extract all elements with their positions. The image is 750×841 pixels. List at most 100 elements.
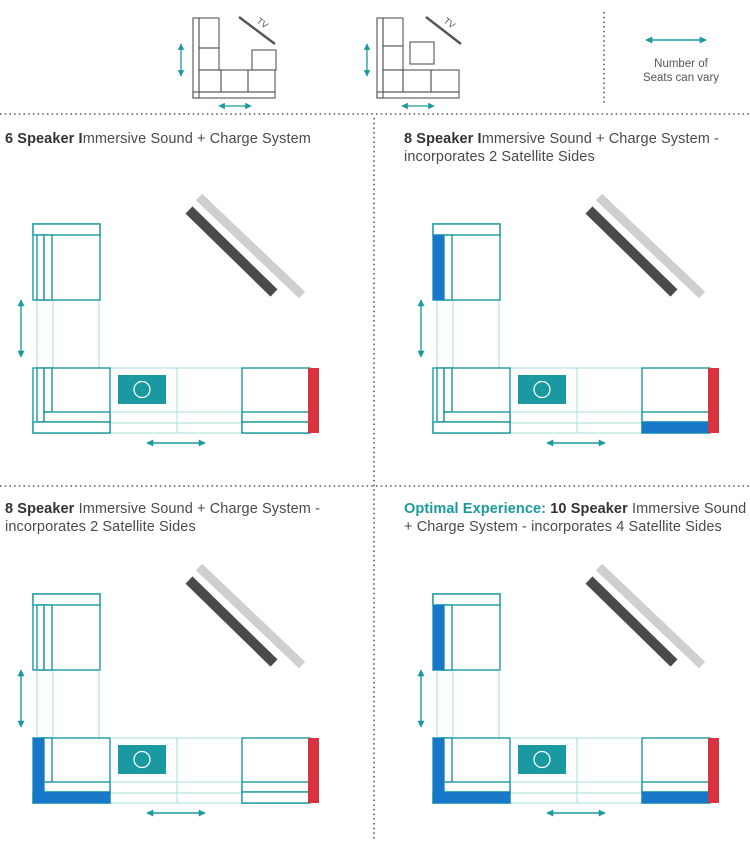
overview-1-bottom-back: [192, 91, 276, 99]
panel-4-satellite-right-left-side: [433, 792, 510, 803]
overview-1-seat-b: [220, 69, 249, 93]
legend-line-1: Number of: [654, 58, 708, 70]
panel-1-right-speaker: [308, 368, 319, 433]
panel-1-title-bold: 6 Speaker I: [5, 131, 83, 147]
panel-1-right-module: [241, 367, 311, 434]
panel-2-subwoofer: [518, 375, 566, 404]
panel-4-right-seat-front: [641, 781, 711, 793]
overview-1-table: [251, 49, 277, 71]
panel-3-corner-seat-front: [43, 781, 111, 793]
overview-2-tv-label: TV: [442, 16, 457, 31]
panel-3-title-bold: 8 Speaker: [5, 501, 79, 517]
panel-4-diagram: [417, 563, 719, 817]
panel-1-left-module-arm-inner: [43, 234, 53, 301]
panel-4-corner-seat-front: [443, 781, 511, 793]
legend-line-2: Seats can vary: [642, 72, 720, 84]
panel-3-satellite-left-bottom: [33, 738, 44, 803]
panel-4-title-line2: + Charge System - incorporates 4 Satelli…: [404, 519, 722, 535]
panel-2-corner-arm-outer: [436, 367, 445, 423]
panel-1-corner-arm-outer: [36, 367, 45, 423]
panel-1-corner-seat-front: [43, 411, 111, 423]
panel-3-left-module-arm-outer: [36, 604, 45, 671]
overview-2-left-seat-top: [382, 17, 404, 47]
overview-1-seat-a: [198, 69, 222, 93]
panel-4-corner-arm-inner: [443, 737, 453, 783]
panel-3-corner-arm-inner: [43, 737, 53, 783]
panel-2-title: 8 Speaker Immersive Sound + Charge Syste…: [404, 130, 744, 166]
panel-3-left-module-back: [32, 593, 101, 606]
panel-3-right-seat-front: [241, 781, 311, 793]
panel-4-subwoofer: [518, 745, 566, 774]
overview-1-left-seat-mid: [198, 47, 220, 71]
panel-1-corner-base: [32, 421, 111, 434]
panel-2-left-module-back: [432, 223, 501, 236]
dotted-dividers: [0, 12, 750, 841]
overview-2-bottom-back: [376, 91, 460, 99]
overview-sketch-2: [376, 16, 462, 99]
panel-2-corner-base: [432, 421, 511, 434]
panel-2-corner-module: [432, 367, 511, 434]
panel-1-left-module-arm-outer: [36, 234, 45, 301]
panel-3-satellite-right-left-side: [33, 792, 110, 803]
panel-1-subwoofer-circle: [133, 380, 151, 399]
panel-3-subwoofer: [118, 745, 166, 774]
panel-4-tv-bar: [595, 563, 706, 669]
overview-2-seat-b: [402, 69, 432, 93]
panel-2-corner-seat-front: [443, 411, 511, 423]
overview-1-seat-c: [247, 69, 276, 93]
panel-1-center-channel-bar: [185, 206, 278, 297]
panel-2-title-bold: 8 Speaker I: [404, 131, 482, 147]
overview-2-left-seat-mid: [382, 45, 404, 71]
panel-4-title-accent: Optimal Experience:: [404, 501, 547, 517]
panel-4-satellite-left-top: [433, 605, 444, 670]
overview-1-left-seat-top: [198, 17, 220, 49]
panel-4-left-module-arm-inner: [443, 604, 453, 671]
panel-1-tv-bar: [195, 193, 306, 299]
panel-4-guides: [436, 670, 642, 804]
panel-1-right-seat-front: [241, 411, 311, 423]
panel-4-center-channel-bar: [585, 576, 678, 667]
panel-2-corner-arm-inner: [443, 367, 453, 413]
overview-2-left-back: [376, 17, 384, 99]
overview-1-left-back: [192, 17, 200, 99]
panel-3-right-base: [241, 791, 311, 804]
panel-3-center-channel-bar: [185, 576, 278, 667]
panel-2-right-seat-front: [641, 411, 711, 423]
panel-3-right-module: [241, 737, 311, 804]
panel-2-guides: [436, 300, 642, 434]
panel-3-right-speaker: [308, 738, 319, 803]
panel-2-right-speaker: [708, 368, 719, 433]
panel-1-subwoofer: [118, 375, 166, 404]
panel-1-title: 6 Speaker Immersive Sound + Charge Syste…: [5, 130, 311, 148]
panel-2-satellite-left-top: [433, 235, 444, 300]
panel-4-title-bold: 10 Speaker: [546, 501, 632, 517]
panel-2-subwoofer-circle: [533, 380, 551, 399]
panel-4-subwoofer-circle: [533, 750, 551, 769]
panel-2-diagram: [417, 193, 719, 447]
panel-4-title: Optimal Experience: 10 Speaker Immersive…: [404, 500, 750, 536]
panel-3-title-rest: Immersive Sound + Charge System -: [78, 501, 320, 517]
panel-3-guides: [36, 670, 242, 804]
overview-2-table: [409, 41, 435, 65]
panel-4-left-module-back: [432, 593, 501, 606]
panel-2-center-channel-bar: [585, 206, 678, 297]
panel-1-diagram: [17, 193, 319, 447]
panel-3-title-line2: incorporates 2 Satellite Sides: [5, 519, 196, 535]
panel-1-left-module: [32, 223, 101, 301]
panel-3-tv-bar: [195, 563, 306, 669]
panel-2-title-line2: incorporates 2 Satellite Sides: [404, 149, 595, 165]
panel-3-title: 8 Speaker Immersive Sound + Charge Syste…: [5, 500, 345, 536]
layout-panels: [17, 193, 719, 817]
panel-1-corner-arm-inner: [43, 367, 53, 413]
panel-1-left-module-back: [32, 223, 101, 236]
panel-1-corner-module: [32, 367, 111, 434]
panel-4-satellite-right-bottom: [642, 792, 708, 803]
panel-1-right-base: [241, 421, 311, 434]
panel-4-satellite-left-bottom: [433, 738, 444, 803]
panel-4-title-rest: Immersive Sound: [631, 501, 747, 517]
panel-3-subwoofer-circle: [133, 750, 151, 769]
panel-2-satellite-right-bottom: [642, 422, 708, 433]
panel-1-title-rest: mmersive Sound + Charge System: [82, 131, 311, 147]
overview-1-tv: [238, 16, 276, 45]
legend-caption: Number of Seats can vary: [622, 57, 740, 85]
